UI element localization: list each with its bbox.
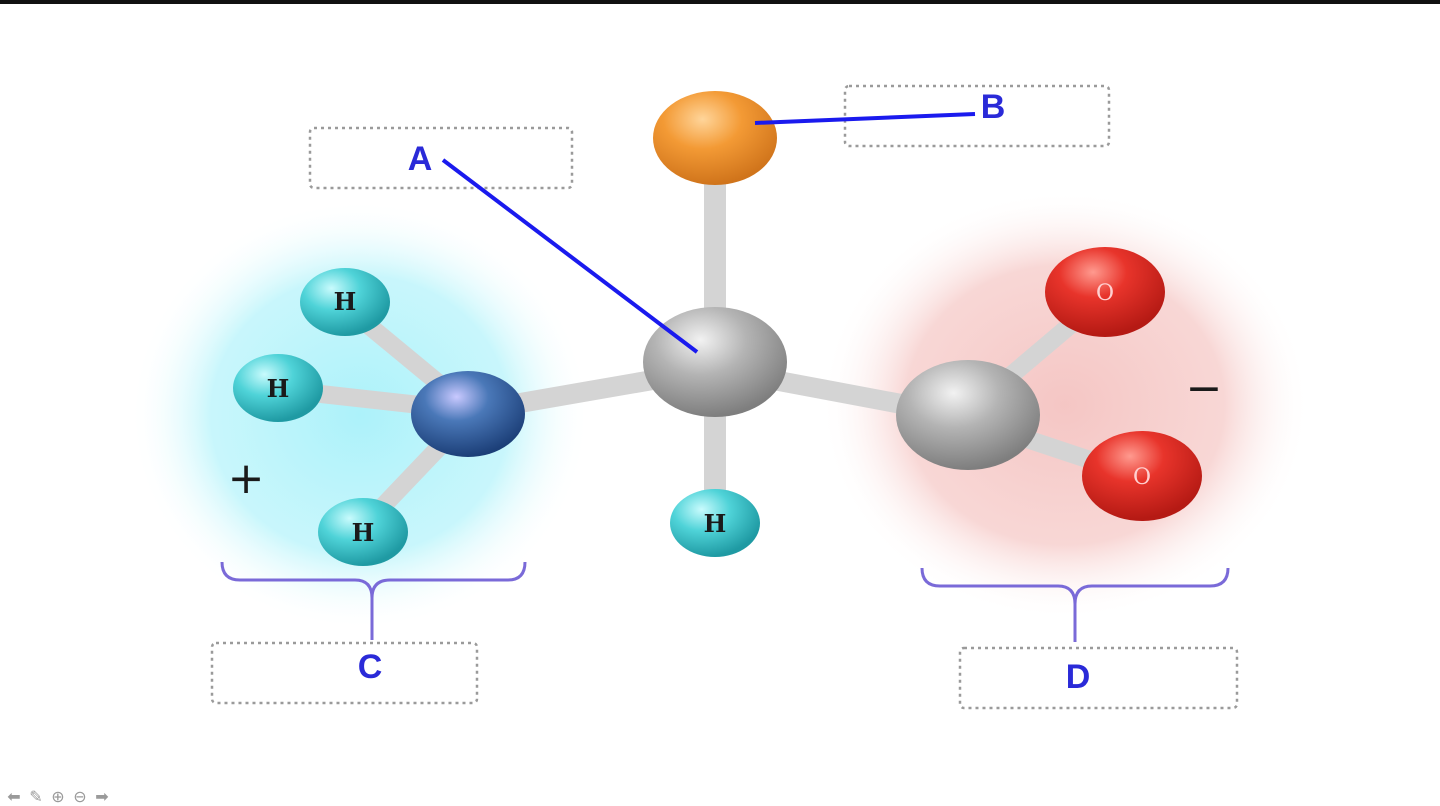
slide-navigation: ⬅ ✎ ⊕ ⊖ ➡ <box>4 786 112 806</box>
oxygen-atom: O <box>1082 431 1202 521</box>
answer-box-c[interactable] <box>210 641 479 705</box>
forward-arrow-icon[interactable]: ➡ <box>95 786 109 806</box>
zoom-out-icon[interactable]: ⊖ <box>73 786 87 806</box>
zoom-in-icon[interactable]: ⊕ <box>51 786 65 806</box>
atom-label-h: H <box>704 509 727 538</box>
label-b: B <box>981 88 1006 126</box>
bracket-c <box>220 561 527 640</box>
atom-label-o: O <box>1133 465 1151 490</box>
label-c: C <box>358 648 383 686</box>
pointer-line-a <box>441 158 699 354</box>
pen-icon[interactable]: ✎ <box>29 786 43 806</box>
nitrogen-atom <box>411 371 525 457</box>
answer-box-d[interactable] <box>958 646 1239 710</box>
bracket-d <box>920 567 1230 642</box>
pointer-line-b <box>754 112 976 125</box>
carboxyl-carbon-atom <box>896 360 1040 470</box>
oxygen-atom: O <box>1045 247 1165 337</box>
positive-charge-symbol: + <box>228 453 265 504</box>
amino-group-glow <box>130 200 590 630</box>
label-a: A <box>408 140 433 178</box>
answer-box-a[interactable] <box>308 126 574 190</box>
negative-charge-symbol: − <box>1186 363 1223 414</box>
atom-label-h: H <box>352 518 375 547</box>
back-arrow-icon[interactable]: ⬅ <box>7 786 21 806</box>
hydrogen-atom: H <box>670 489 760 557</box>
atom-label-o: O <box>1096 281 1114 306</box>
hydrogen-atom: H <box>300 268 390 336</box>
answer-box-b[interactable] <box>843 84 1111 148</box>
alpha-carbon-atom <box>643 307 787 417</box>
carboxyl-group-glow <box>820 190 1310 620</box>
label-d: D <box>1066 658 1091 696</box>
atom-label-h: H <box>334 287 357 316</box>
r-group-atom <box>653 91 777 185</box>
hydrogen-atom: H <box>233 354 323 422</box>
atom-label-h: H <box>267 374 290 403</box>
hydrogen-atom: H <box>318 498 408 566</box>
top-border <box>0 0 1440 4</box>
